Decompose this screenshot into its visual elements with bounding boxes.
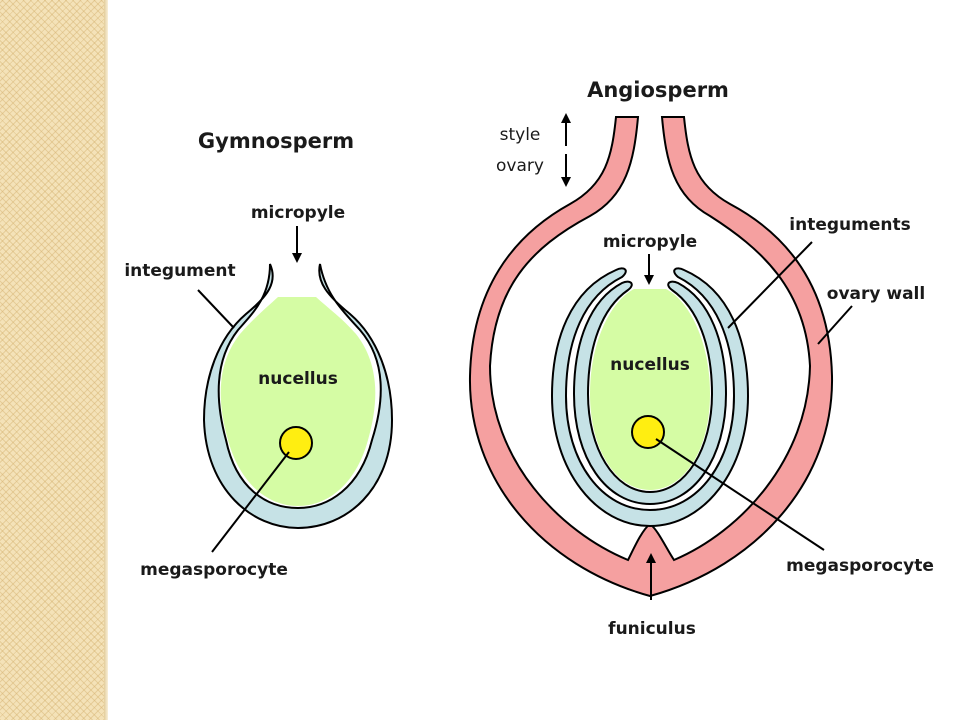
gymnosperm-micropyle-label: micropyle	[251, 203, 345, 223]
sidebar-edge	[104, 0, 108, 720]
integuments-label: integuments	[789, 215, 910, 235]
integuments-leader	[727, 241, 813, 329]
ovary-wall-label: ovary wall	[827, 284, 925, 304]
gymnosperm-integument	[202, 263, 394, 530]
angiosperm-micropyle-label: micropyle	[603, 232, 697, 252]
funiculus-label: funiculus	[608, 619, 696, 639]
angiosperm-megasporocyte-label: megasporocyte	[786, 556, 934, 576]
gymnosperm-megasporocyte-leader	[211, 451, 290, 553]
angiosperm-outer-integument	[550, 267, 750, 528]
decorative-sidebar	[0, 0, 104, 720]
gymnosperm-megasporocyte-cell	[279, 426, 313, 460]
ovary-label: ovary	[496, 156, 544, 176]
gymnosperm-megasporocyte-label: megasporocyte	[140, 560, 288, 580]
gymnosperm-integument-leader	[197, 289, 235, 329]
angiosperm-title: Angiosperm	[587, 78, 729, 102]
gymnosperm-nucellus	[220, 297, 376, 506]
gymnosperm-nucellus-label: nucellus	[258, 369, 338, 389]
angiosperm-nucellus	[590, 289, 710, 490]
gymnosperm-title: Gymnosperm	[198, 129, 354, 153]
angiosperm-inner-integument	[572, 280, 728, 506]
angiosperm-megasporocyte-cell	[631, 415, 665, 449]
ovary-wall-leader	[817, 305, 853, 345]
angiosperm-megasporocyte-leader	[655, 438, 825, 551]
angiosperm-ovary-wall	[468, 116, 834, 598]
gymnosperm-integument-label: integument	[124, 261, 235, 281]
style-label: style	[500, 125, 541, 145]
gymnosperm-ovule	[202, 263, 394, 530]
angiosperm-nucellus-label: nucellus	[610, 355, 690, 375]
angiosperm-ovary	[468, 116, 834, 598]
